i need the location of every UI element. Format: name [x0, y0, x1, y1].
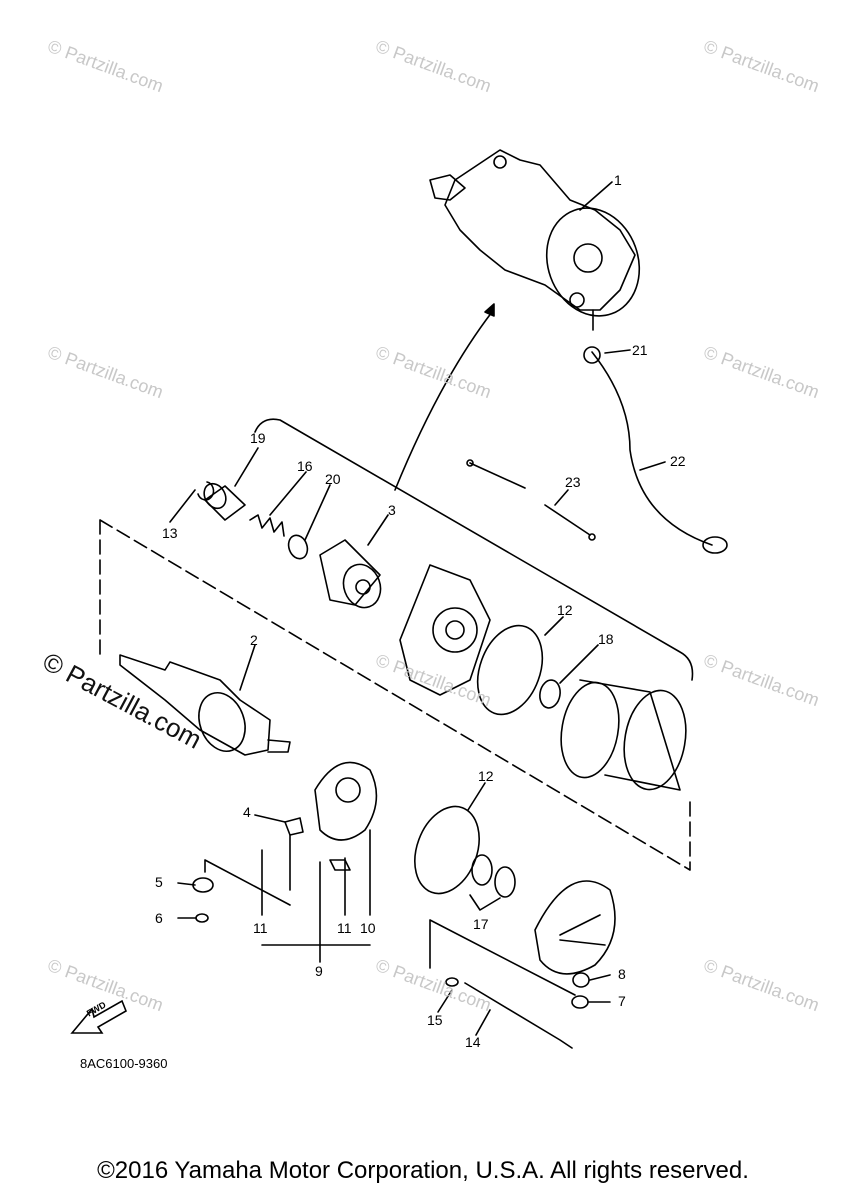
lead-wire — [591, 351, 713, 546]
callout-19[interactable]: 19 — [250, 430, 266, 446]
washer — [287, 534, 309, 560]
o-ring-lower — [414, 805, 480, 895]
callout-14[interactable]: 14 — [465, 1034, 481, 1050]
callout-17[interactable]: 17 — [473, 916, 489, 932]
through-bolt — [464, 982, 573, 1049]
callout-16[interactable]: 16 — [297, 458, 313, 474]
copyright-notice: ©2016 Yamaha Motor Corporation, U.S.A. A… — [97, 1157, 749, 1184]
callout-4[interactable]: 4 — [243, 804, 251, 820]
callout-20[interactable]: 20 — [325, 471, 341, 487]
callout-12-lower[interactable]: 12 — [478, 768, 494, 784]
pinion-clutch — [319, 539, 382, 609]
callout-18[interactable]: 18 — [598, 631, 614, 647]
callout-3[interactable]: 3 — [388, 502, 396, 518]
callout-11-left[interactable]: 11 — [253, 920, 268, 936]
callout-10[interactable]: 10 — [360, 920, 376, 936]
callout-12-upper[interactable]: 12 — [557, 602, 573, 618]
armature — [119, 654, 291, 756]
callout-1[interactable]: 1 — [614, 172, 622, 188]
callout-2[interactable]: 2 — [250, 632, 258, 648]
callout-22[interactable]: 22 — [670, 453, 686, 469]
rear-cover — [534, 880, 616, 975]
callout-21[interactable]: 21 — [632, 342, 648, 358]
starter-motor-assembly[interactable] — [429, 149, 654, 331]
guide-line — [99, 519, 691, 871]
callout-9[interactable]: 9 — [315, 963, 323, 979]
yoke — [560, 679, 687, 791]
diagram-code: 8AC6100-9360 — [80, 1056, 168, 1071]
callout-11-mid[interactable]: 11 — [337, 920, 352, 936]
front-bracket — [399, 564, 491, 696]
forward-arrow-icon — [70, 999, 128, 1034]
exploded-bracket — [254, 418, 694, 681]
callout-23[interactable]: 23 — [565, 474, 581, 490]
callout-13[interactable]: 13 — [162, 525, 178, 541]
callout-8[interactable]: 8 — [618, 966, 626, 982]
brush-plate — [314, 761, 378, 871]
callout-7[interactable]: 7 — [618, 993, 626, 1009]
assembly-arrow — [394, 311, 493, 491]
circlip — [197, 481, 215, 501]
collar — [203, 482, 246, 521]
callout-5[interactable]: 5 — [155, 874, 163, 890]
o-ring-upper — [476, 624, 544, 716]
callout-6[interactable]: 6 — [155, 910, 163, 926]
callout-15[interactable]: 15 — [427, 1012, 443, 1028]
spring — [249, 514, 285, 537]
